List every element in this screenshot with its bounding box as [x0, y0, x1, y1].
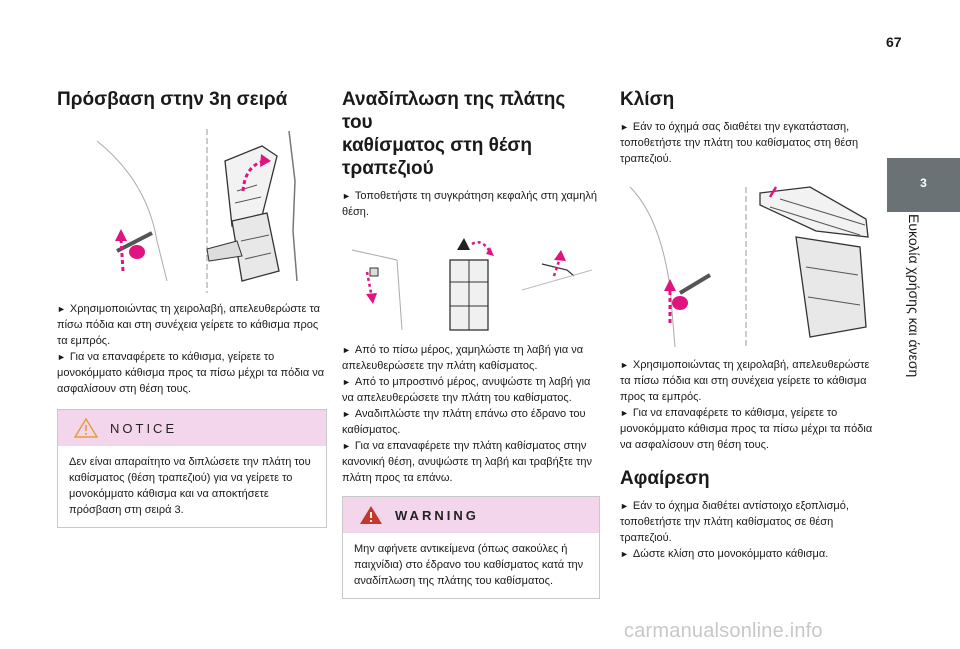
arrow-right-icon: ►: [620, 501, 629, 511]
arrow-right-icon: ►: [342, 191, 351, 201]
arrow-right-icon: ►: [620, 549, 629, 559]
table-position-illustration: [342, 230, 600, 334]
section-table-position: Αναδίπλωση της πλάτης του καθίσματος στη…: [342, 88, 600, 599]
arrow-right-icon: ►: [620, 408, 629, 418]
chapter-number: 3: [920, 176, 927, 190]
warning-text: Μην αφήνετε αντικείμενα (όπως σακούλες ή…: [354, 543, 584, 587]
arrow-right-icon: ►: [620, 122, 629, 132]
instruction-step: ►Για να επαναφέρετε την πλάτη καθίσματος…: [342, 440, 592, 484]
notice-text: Δεν είναι απαραίτητο να διπλώσετε την πλ…: [69, 456, 311, 516]
instruction-step: ►Τοποθετήστε τη συγκράτηση κεφαλής στη χ…: [342, 190, 597, 218]
chapter-tab[interactable]: 3: [887, 158, 960, 212]
warning-header: WARNING: [343, 497, 599, 533]
warning-title: WARNING: [395, 508, 479, 523]
notice-header: NOTICE: [58, 410, 326, 446]
section-heading: Αφαίρεση: [620, 468, 710, 489]
notice-box: NOTICE Δεν είναι απαραίτητο να διπλώσετε…: [57, 409, 327, 528]
instruction-step: ►Από το μπροστινό μέρος, ανυψώστε τη λαβ…: [342, 376, 591, 404]
section-third-row-access: Πρόσβαση στην 3η σειρά ►Χρησιμοποιώντας …: [57, 88, 327, 528]
warning-box: WARNING Μην αφήνετε αντικείμενα (όπως σα…: [342, 496, 600, 599]
instruction-step: ►Για να επαναφέρετε το κάθισμα, γείρετε …: [620, 407, 873, 451]
notice-title: NOTICE: [110, 421, 178, 436]
section-heading: Κλίση: [620, 89, 675, 110]
warning-triangle-icon: [360, 506, 382, 524]
arrow-right-icon: ►: [620, 360, 629, 370]
instruction-step: ►Χρησιμοποιώντας τη χειρολαβή, απελευθερ…: [57, 303, 320, 347]
seat-tilt-table-illustration: [620, 177, 878, 349]
arrow-right-icon: ►: [342, 441, 351, 451]
instruction-step: ►Από το πίσω μέρος, χαμηλώστε τη λαβή γι…: [342, 344, 584, 372]
watermark: carmanualsonline.info: [624, 620, 823, 642]
arrow-right-icon: ►: [342, 409, 351, 419]
section-tilt: Κλίση ►Εάν το όχημά σας διαθέτει την εγκ…: [620, 88, 878, 562]
page-number: 67: [886, 34, 902, 50]
instruction-step: ►Εάν το όχημά σας διαθέτει την εγκατάστα…: [620, 121, 859, 165]
arrow-right-icon: ►: [57, 304, 66, 314]
section-heading: Πρόσβαση στην 3η σειρά: [57, 89, 288, 110]
arrow-right-icon: ►: [342, 377, 351, 387]
instruction-step: ►Εάν το όχημα διαθέτει αντίστοιχο εξοπλι…: [620, 500, 849, 544]
instruction-step: ►Αναδιπλώστε την πλάτη επάνω στο έδρανο …: [342, 408, 586, 436]
seat-tilt-illustration: [57, 121, 327, 293]
arrow-right-icon: ►: [342, 345, 351, 355]
instruction-step: ►Δώστε κλίση στο μονοκόμματο κάθισμα.: [620, 548, 829, 560]
section-heading: Αναδίπλωση της πλάτης του καθίσματος στη…: [342, 89, 566, 179]
instruction-step: ►Χρησιμοποιώντας τη χειρολαβή, απελευθερ…: [620, 359, 870, 403]
chapter-title: Ευκολία χρήσης και άνεση: [906, 214, 922, 378]
instruction-step: ►Για να επαναφέρετε το κάθισμα, γείρετε …: [57, 351, 325, 395]
arrow-right-icon: ►: [57, 352, 66, 362]
warning-triangle-icon: [74, 418, 98, 438]
